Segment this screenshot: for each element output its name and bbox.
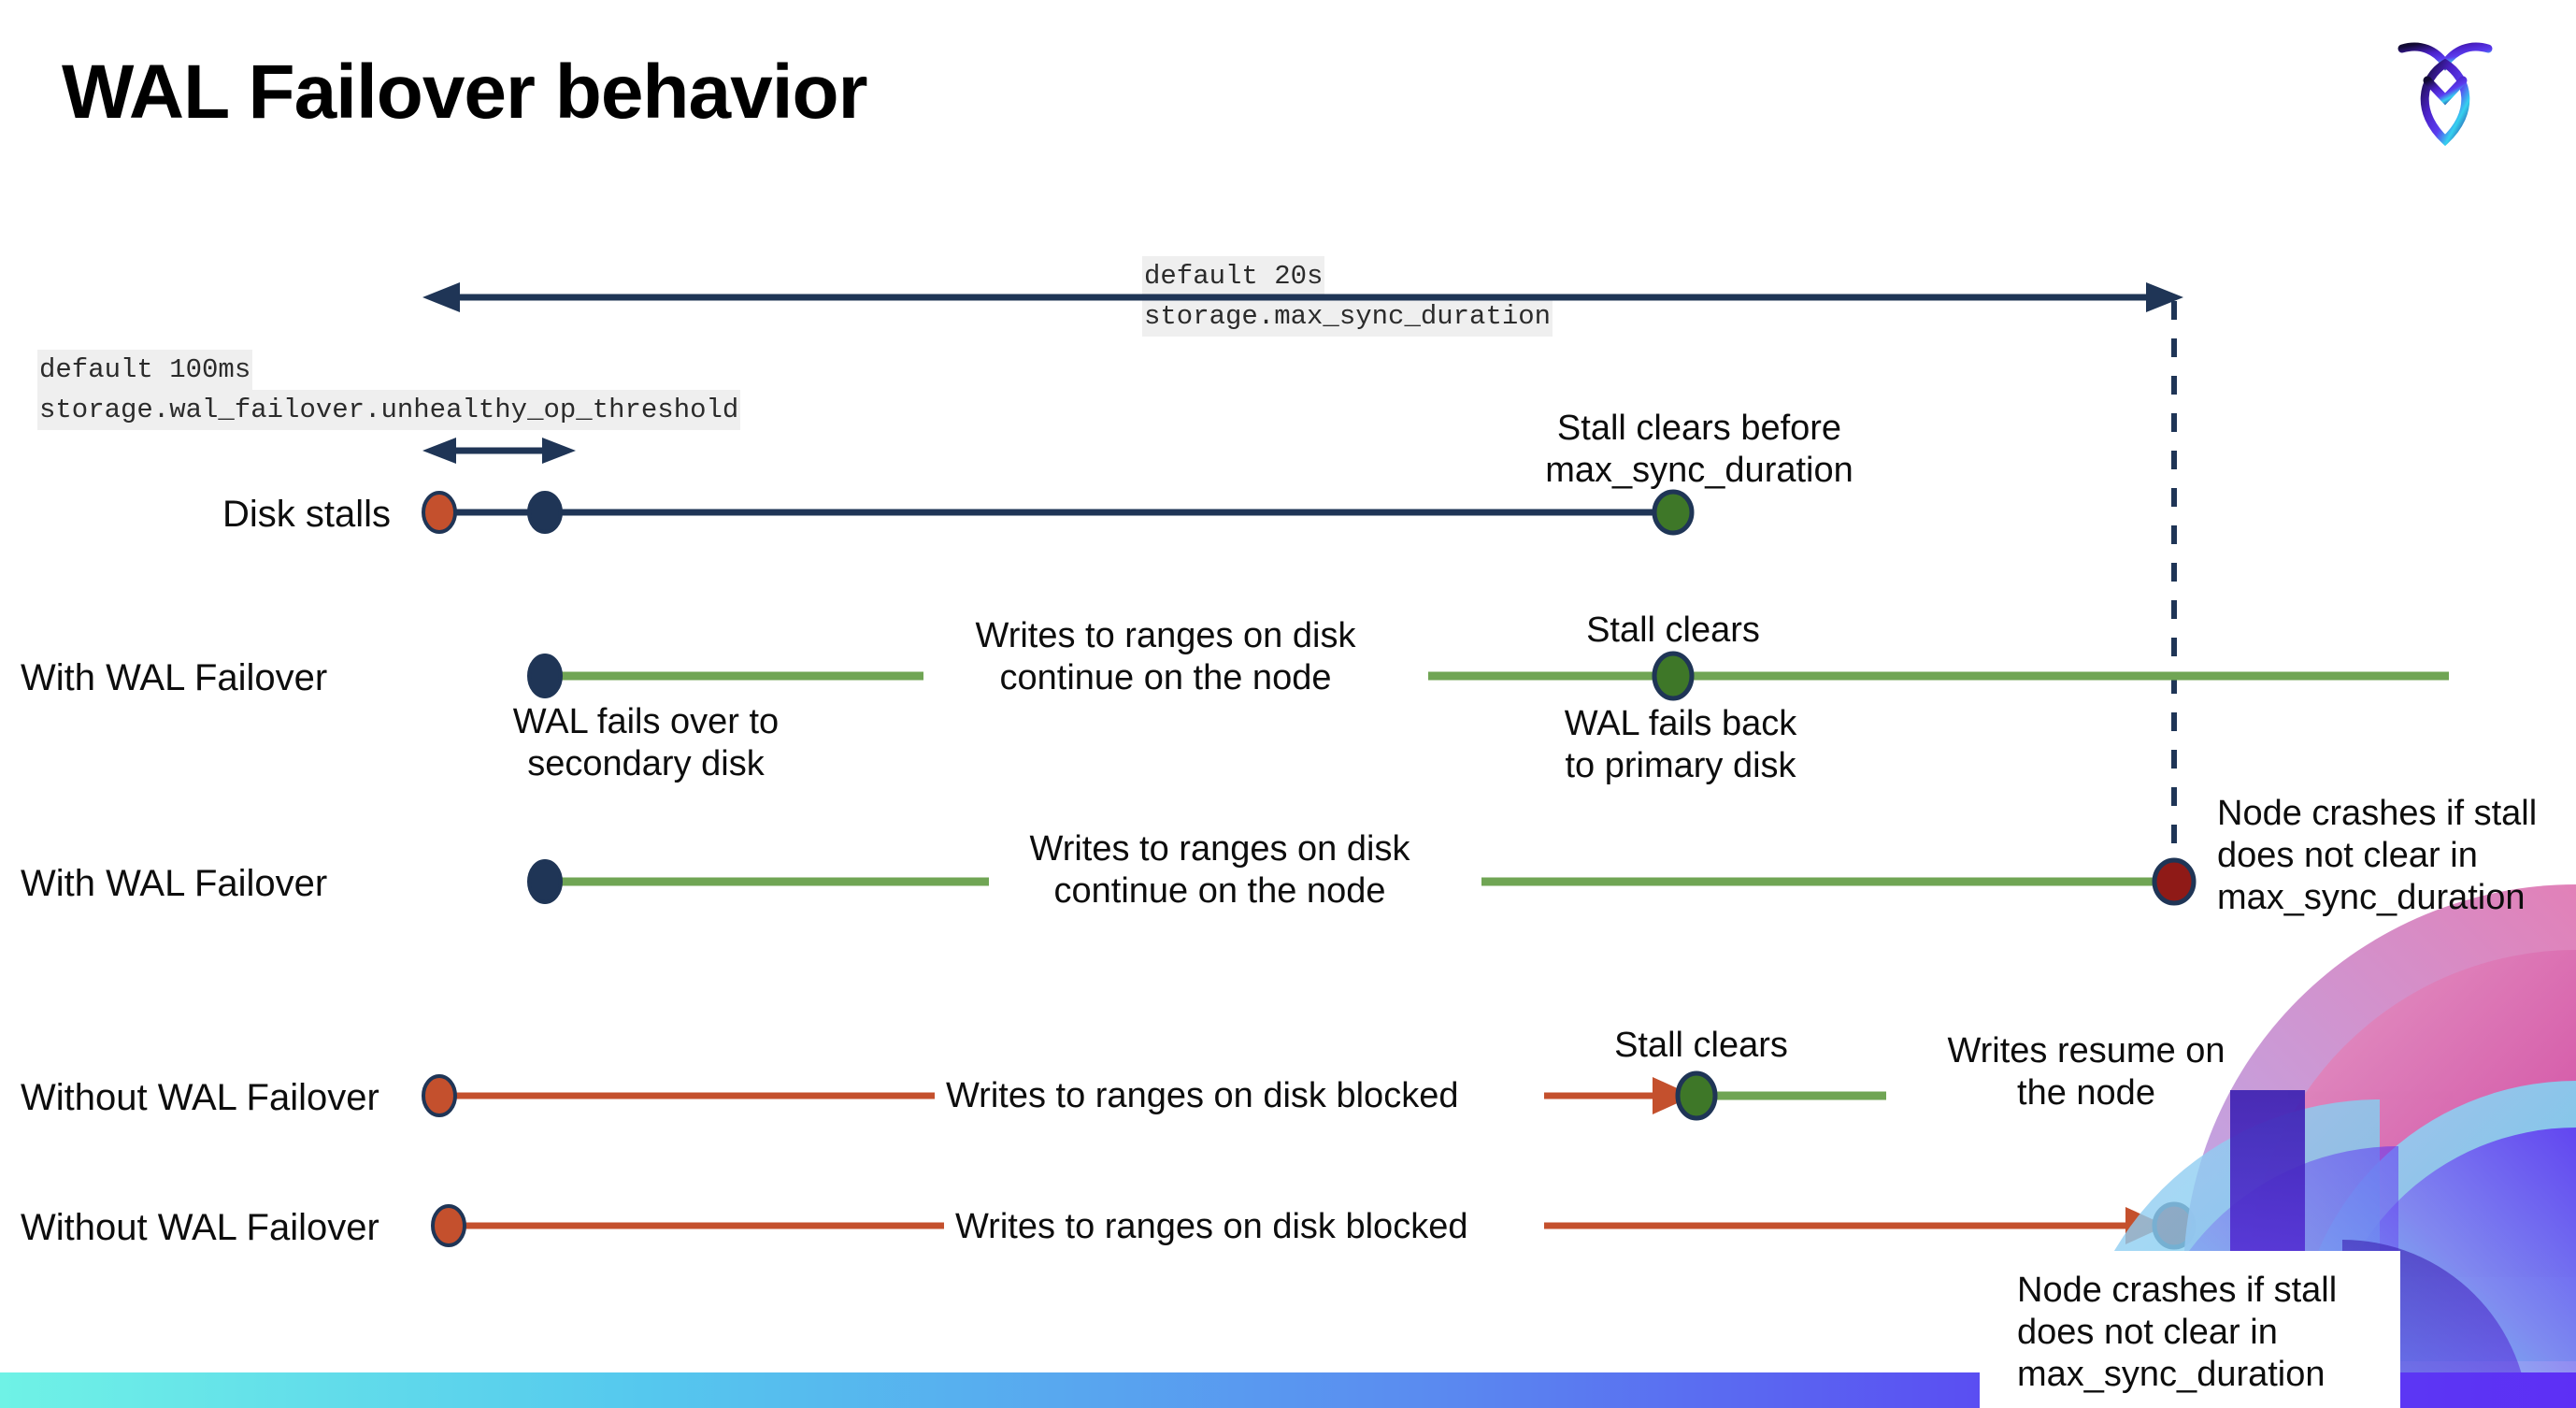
max-sync-duration-span-arrow	[422, 282, 2183, 312]
wal-fails-back-note: WAL fails back to primary disk	[1564, 704, 1797, 785]
row-with-wal-failover-2-track	[527, 857, 2197, 906]
row-without-wal-failover-1-track	[422, 1070, 2453, 1121]
node-crashes-note-1: Node crashes if stall does not clear in …	[2217, 794, 2538, 917]
unhealthy-op-threshold-setting: default 100ms storage.wal_failover.unhea…	[37, 350, 741, 431]
writes-continue-note-2: Writes to ranges on disk continue on the…	[1029, 829, 1410, 911]
row-label-without-wal-1: Without WAL Failover	[21, 1077, 379, 1118]
row-label-disk-stalls: Disk stalls	[222, 494, 392, 535]
row-label-with-wal-1: With WAL Failover	[21, 657, 328, 698]
stall-clears-note-1: Stall clears	[1586, 611, 1760, 650]
node-crashes-note-2: Node crashes if stall does not clear in …	[2017, 1271, 2338, 1394]
max-sync-default-text: default 20s	[1142, 256, 1325, 297]
row-label-without-wal-2: Without WAL Failover	[21, 1207, 379, 1248]
stall-clears-note-2: Stall clears	[1614, 1026, 1788, 1065]
max-sync-name-text: storage.max_sync_duration	[1142, 296, 1553, 338]
page-title: WAL Failover behavior	[62, 50, 868, 135]
stall-clears-before-note: Stall clears before max_sync_duration	[1545, 409, 1853, 490]
writes-blocked-note-2: Writes to ranges on disk blocked	[955, 1207, 1468, 1246]
wal-fails-over-note: WAL fails over to secondary disk	[512, 702, 780, 783]
unhealthy-op-default-text: default 100ms	[37, 350, 253, 391]
row-with-wal-failover-1-track	[527, 651, 2449, 701]
writes-blocked-note-1: Writes to ranges on disk blocked	[946, 1076, 1459, 1115]
row-disk-stalls-track	[422, 489, 1695, 536]
writes-continue-note-1: Writes to ranges on disk continue on the…	[975, 616, 1356, 697]
node-crash-callout-box	[1980, 1251, 2400, 1408]
max-sync-duration-setting: default 20s storage.max_sync_duration	[1142, 256, 1553, 338]
cockroachdb-logo-icon	[2389, 26, 2501, 148]
unhealthy-op-name-text: storage.wal_failover.unhealthy_op_thresh…	[37, 390, 741, 431]
row-label-with-wal-2: With WAL Failover	[21, 863, 328, 904]
unhealthy-op-threshold-span-arrow	[422, 438, 576, 464]
writes-resume-note: Writes resume on the node	[1947, 1031, 2225, 1113]
